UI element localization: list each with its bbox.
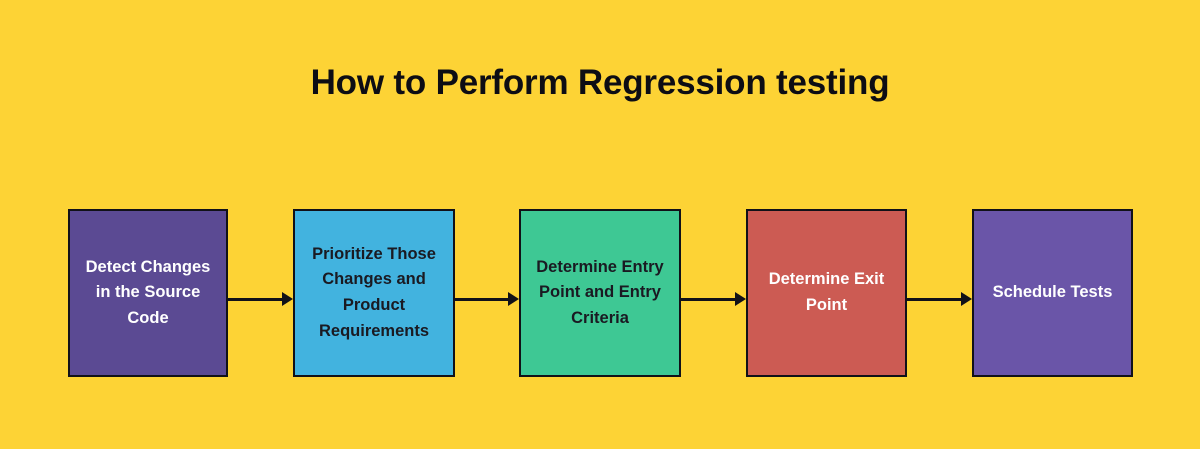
flow-step-2-label: Prioritize Those Changes and Product Req… [312,244,436,340]
arrow-head [735,292,746,306]
arrow-head [282,292,293,306]
flow-step-1[interactable]: Detect Changes in the Source Code [68,209,228,377]
arrow-shaft [228,298,284,301]
arrow-shaft [681,298,737,301]
arrow-shaft [907,298,963,301]
flow-step-5-label: Schedule Tests [992,283,1113,302]
flowchart: Detect Changes in the Source Code Priori… [0,209,1200,379]
page-title: How to Perform Regression testing [310,63,890,102]
arrow-right-icon-3 [681,292,746,306]
arrow-right-icon-1 [228,292,293,306]
flow-step-3[interactable]: Determine Entry Point and Entry Criteria [519,209,681,377]
arrow-right-icon-4 [907,292,972,306]
flow-step-1-label: Detect Changes in the Source Code [85,257,211,327]
flow-step-5[interactable]: Schedule Tests [972,209,1133,377]
flow-step-2[interactable]: Prioritize Those Changes and Product Req… [293,209,455,377]
flow-step-4[interactable]: Determine Exit Point [746,209,907,377]
arrow-right-icon-2 [455,292,519,306]
flow-step-4-label: Determine Exit Point [768,270,885,314]
arrow-shaft [455,298,510,301]
flow-step-3-label: Determine Entry Point and Entry Criteria [536,257,664,327]
arrow-head [961,292,972,306]
arrow-head [508,292,519,306]
